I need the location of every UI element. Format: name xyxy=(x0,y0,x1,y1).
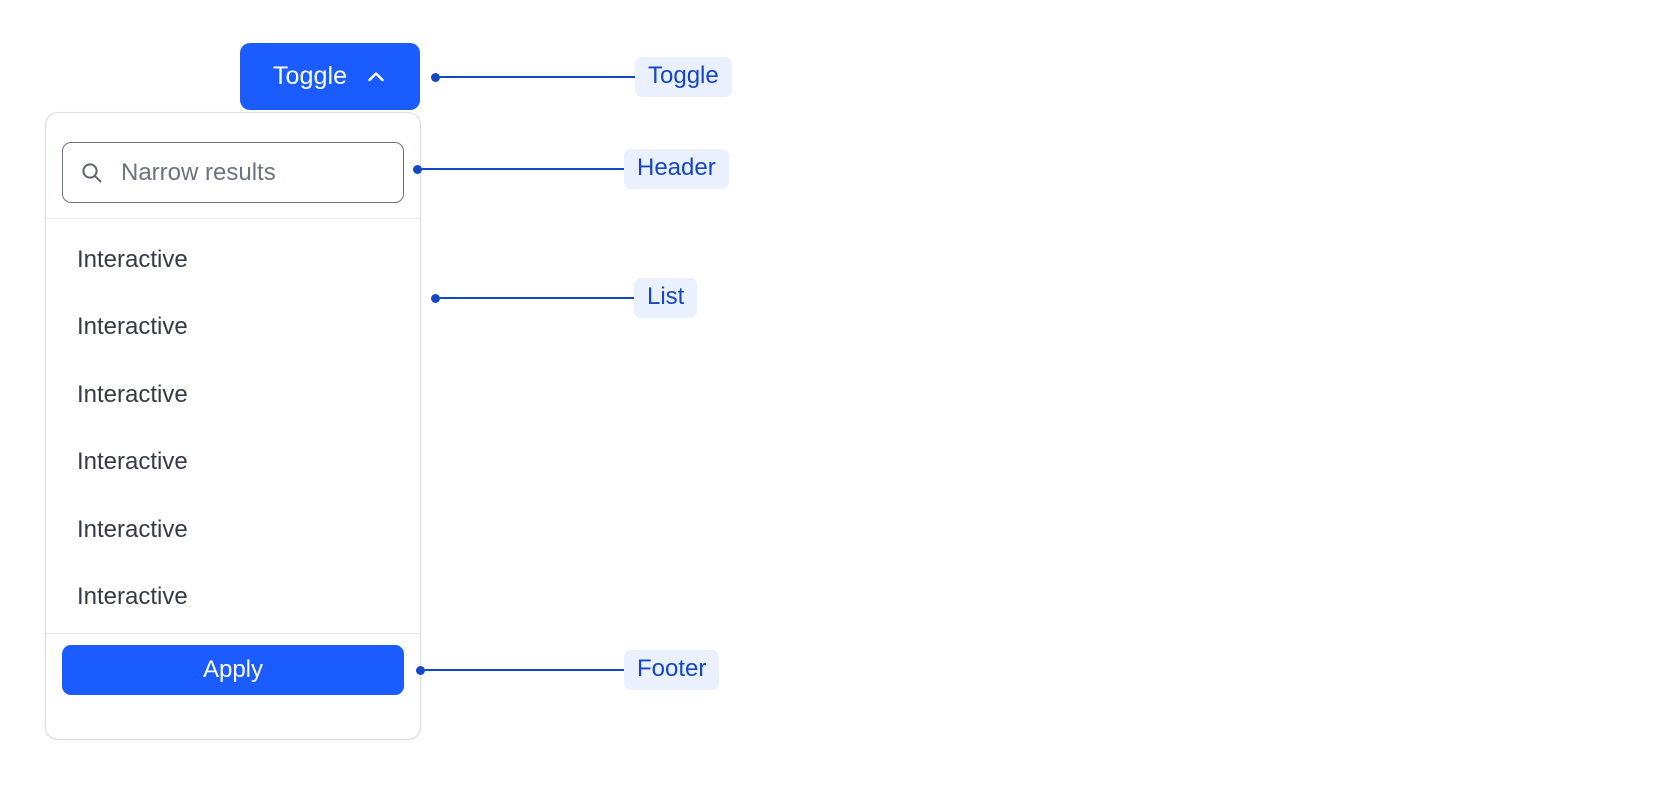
dropdown-footer: Apply xyxy=(46,633,420,739)
list-item-label: Interactive xyxy=(77,245,188,273)
list-item-label: Interactive xyxy=(77,515,188,543)
annotation-line xyxy=(440,297,634,299)
annotation-label: Header xyxy=(624,149,729,189)
annotation-line xyxy=(440,76,635,78)
annotation-dot xyxy=(431,293,440,303)
annotation-footer: Footer xyxy=(416,650,720,690)
annotation-dot xyxy=(416,665,425,675)
list-item[interactable]: Interactive xyxy=(46,496,420,564)
list-item-label: Interactive xyxy=(77,583,188,611)
annotation-label: Toggle xyxy=(635,57,732,97)
annotation-label: List xyxy=(634,278,698,318)
list-item[interactable]: Interactive xyxy=(46,429,420,497)
list-item[interactable]: Interactive xyxy=(46,361,420,429)
search-icon xyxy=(79,160,105,186)
annotation-dot xyxy=(431,72,440,82)
list-item[interactable]: Interactive xyxy=(46,294,420,362)
list-item-label: Interactive xyxy=(77,448,188,476)
annotation-dot xyxy=(413,164,422,174)
annotation-header: Header xyxy=(413,149,729,189)
apply-button[interactable]: Apply xyxy=(62,645,404,695)
annotation-list: List xyxy=(431,278,698,318)
annotation-line xyxy=(422,168,624,170)
annotation-toggle: Toggle xyxy=(431,57,732,97)
annotation-label: Footer xyxy=(624,650,720,690)
chevron-up-icon xyxy=(365,66,387,88)
annotation-line xyxy=(425,669,624,671)
list-item-label: Interactive xyxy=(77,313,188,341)
toggle-button[interactable]: Toggle xyxy=(240,43,420,110)
list-item-label: Interactive xyxy=(77,380,188,408)
list-item[interactable]: Interactive xyxy=(46,226,420,294)
search-input-placeholder: Narrow results xyxy=(121,158,276,186)
toggle-button-label: Toggle xyxy=(272,62,348,90)
dropdown-list: Interactive Interactive Interactive Inte… xyxy=(46,219,420,633)
search-input[interactable]: Narrow results xyxy=(62,142,404,203)
list-item[interactable]: Interactive xyxy=(46,564,420,632)
dropdown-header: Narrow results xyxy=(46,113,420,219)
dropdown-panel: Narrow results Interactive Interactive I… xyxy=(45,112,421,740)
